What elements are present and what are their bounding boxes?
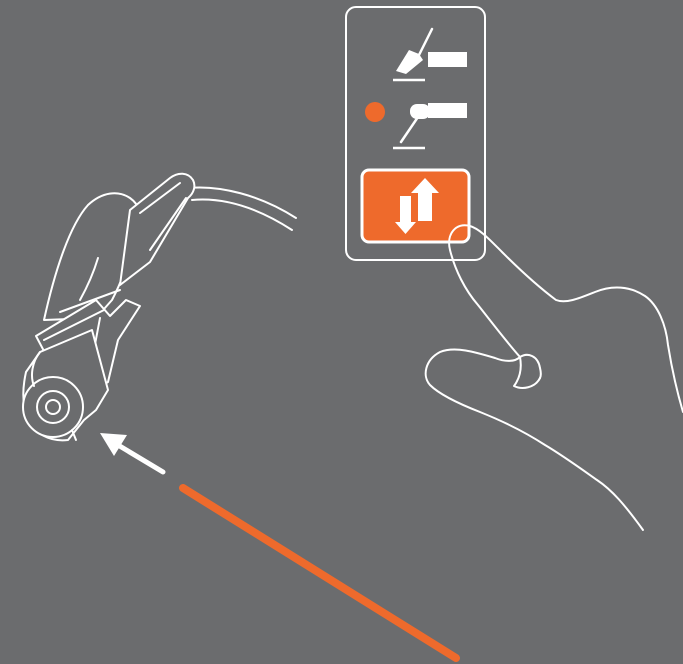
active-mode-indicator [365,102,385,122]
